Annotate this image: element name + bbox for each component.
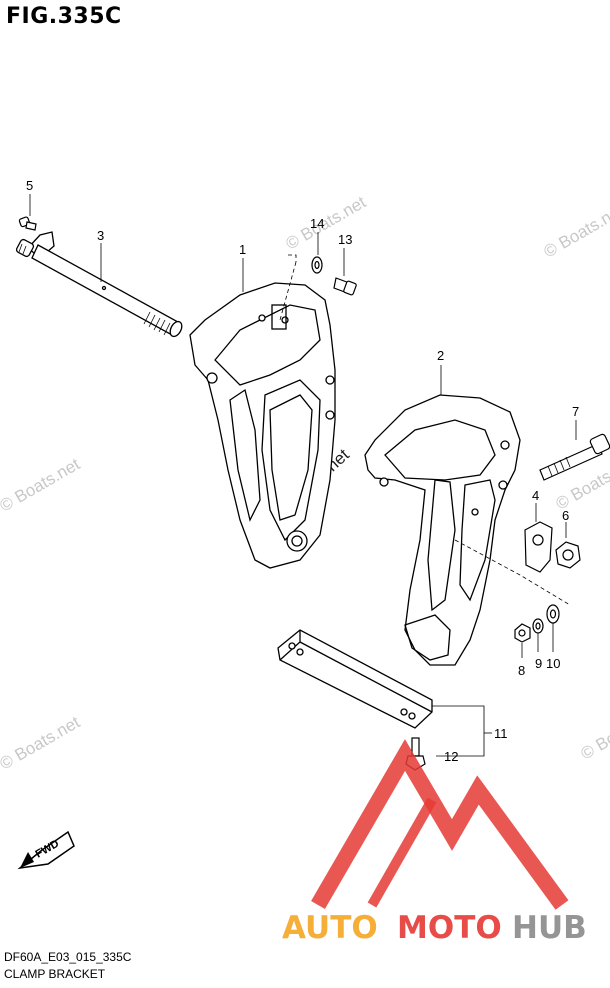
part-13-bolt <box>333 277 357 296</box>
callout-2: 2 <box>437 348 444 363</box>
callout-labels: 1 2 3 4 5 6 7 8 9 10 11 12 13 14 <box>26 178 579 764</box>
callout-1: 1 <box>239 242 246 257</box>
callout-12: 12 <box>444 749 458 764</box>
callout-5: 5 <box>26 178 33 193</box>
watermark: © Boats.net <box>541 200 610 261</box>
figure-caption: CLAMP BRACKET <box>4 967 106 981</box>
callout-10: 10 <box>546 656 560 671</box>
logo-text-moto: MOTO <box>397 910 502 946</box>
part-8-nut <box>514 623 531 643</box>
callout-3: 3 <box>97 228 104 243</box>
watermark: © Boats.net <box>578 702 610 763</box>
callout-8: 8 <box>518 663 525 678</box>
callout-7: 7 <box>572 404 579 419</box>
part-10-washer <box>546 604 560 624</box>
part-6-nut <box>555 541 581 569</box>
logo-text-auto: AUTO <box>282 910 378 946</box>
callout-13: 13 <box>338 232 352 247</box>
watermark: © Boats.net <box>283 192 370 253</box>
figure-title: FIG.335C <box>6 4 122 29</box>
part-2-clamp-bracket <box>364 394 521 666</box>
part-7-bolt <box>539 433 610 481</box>
figure-code: DF60A_E03_015_335C <box>4 950 132 964</box>
callout-9: 9 <box>535 656 542 671</box>
part-5-bolt <box>18 216 37 231</box>
automotohub-logo: AUTO MOTO HUB <box>282 739 587 946</box>
logo-text-hub: HUB <box>512 910 587 946</box>
callout-4: 4 <box>532 488 539 503</box>
part-11-block <box>277 629 433 729</box>
watermark: © Boats.net <box>0 454 83 515</box>
callout-14: 14 <box>310 216 324 231</box>
leader-lines-right <box>440 365 577 658</box>
fwd-arrow-icon: FWD <box>17 830 75 870</box>
part-14-washer <box>311 256 323 274</box>
callout-6: 6 <box>562 508 569 523</box>
callout-11: 11 <box>494 726 508 741</box>
part-9-washer <box>532 618 544 634</box>
leader-lines-lower <box>432 705 492 757</box>
part-4-plate <box>524 521 553 573</box>
part-3-shaft <box>15 231 183 338</box>
part-1-clamp-bracket <box>189 282 336 569</box>
leader-lines-upper <box>29 194 345 321</box>
watermark: © Boats.net <box>0 712 83 773</box>
